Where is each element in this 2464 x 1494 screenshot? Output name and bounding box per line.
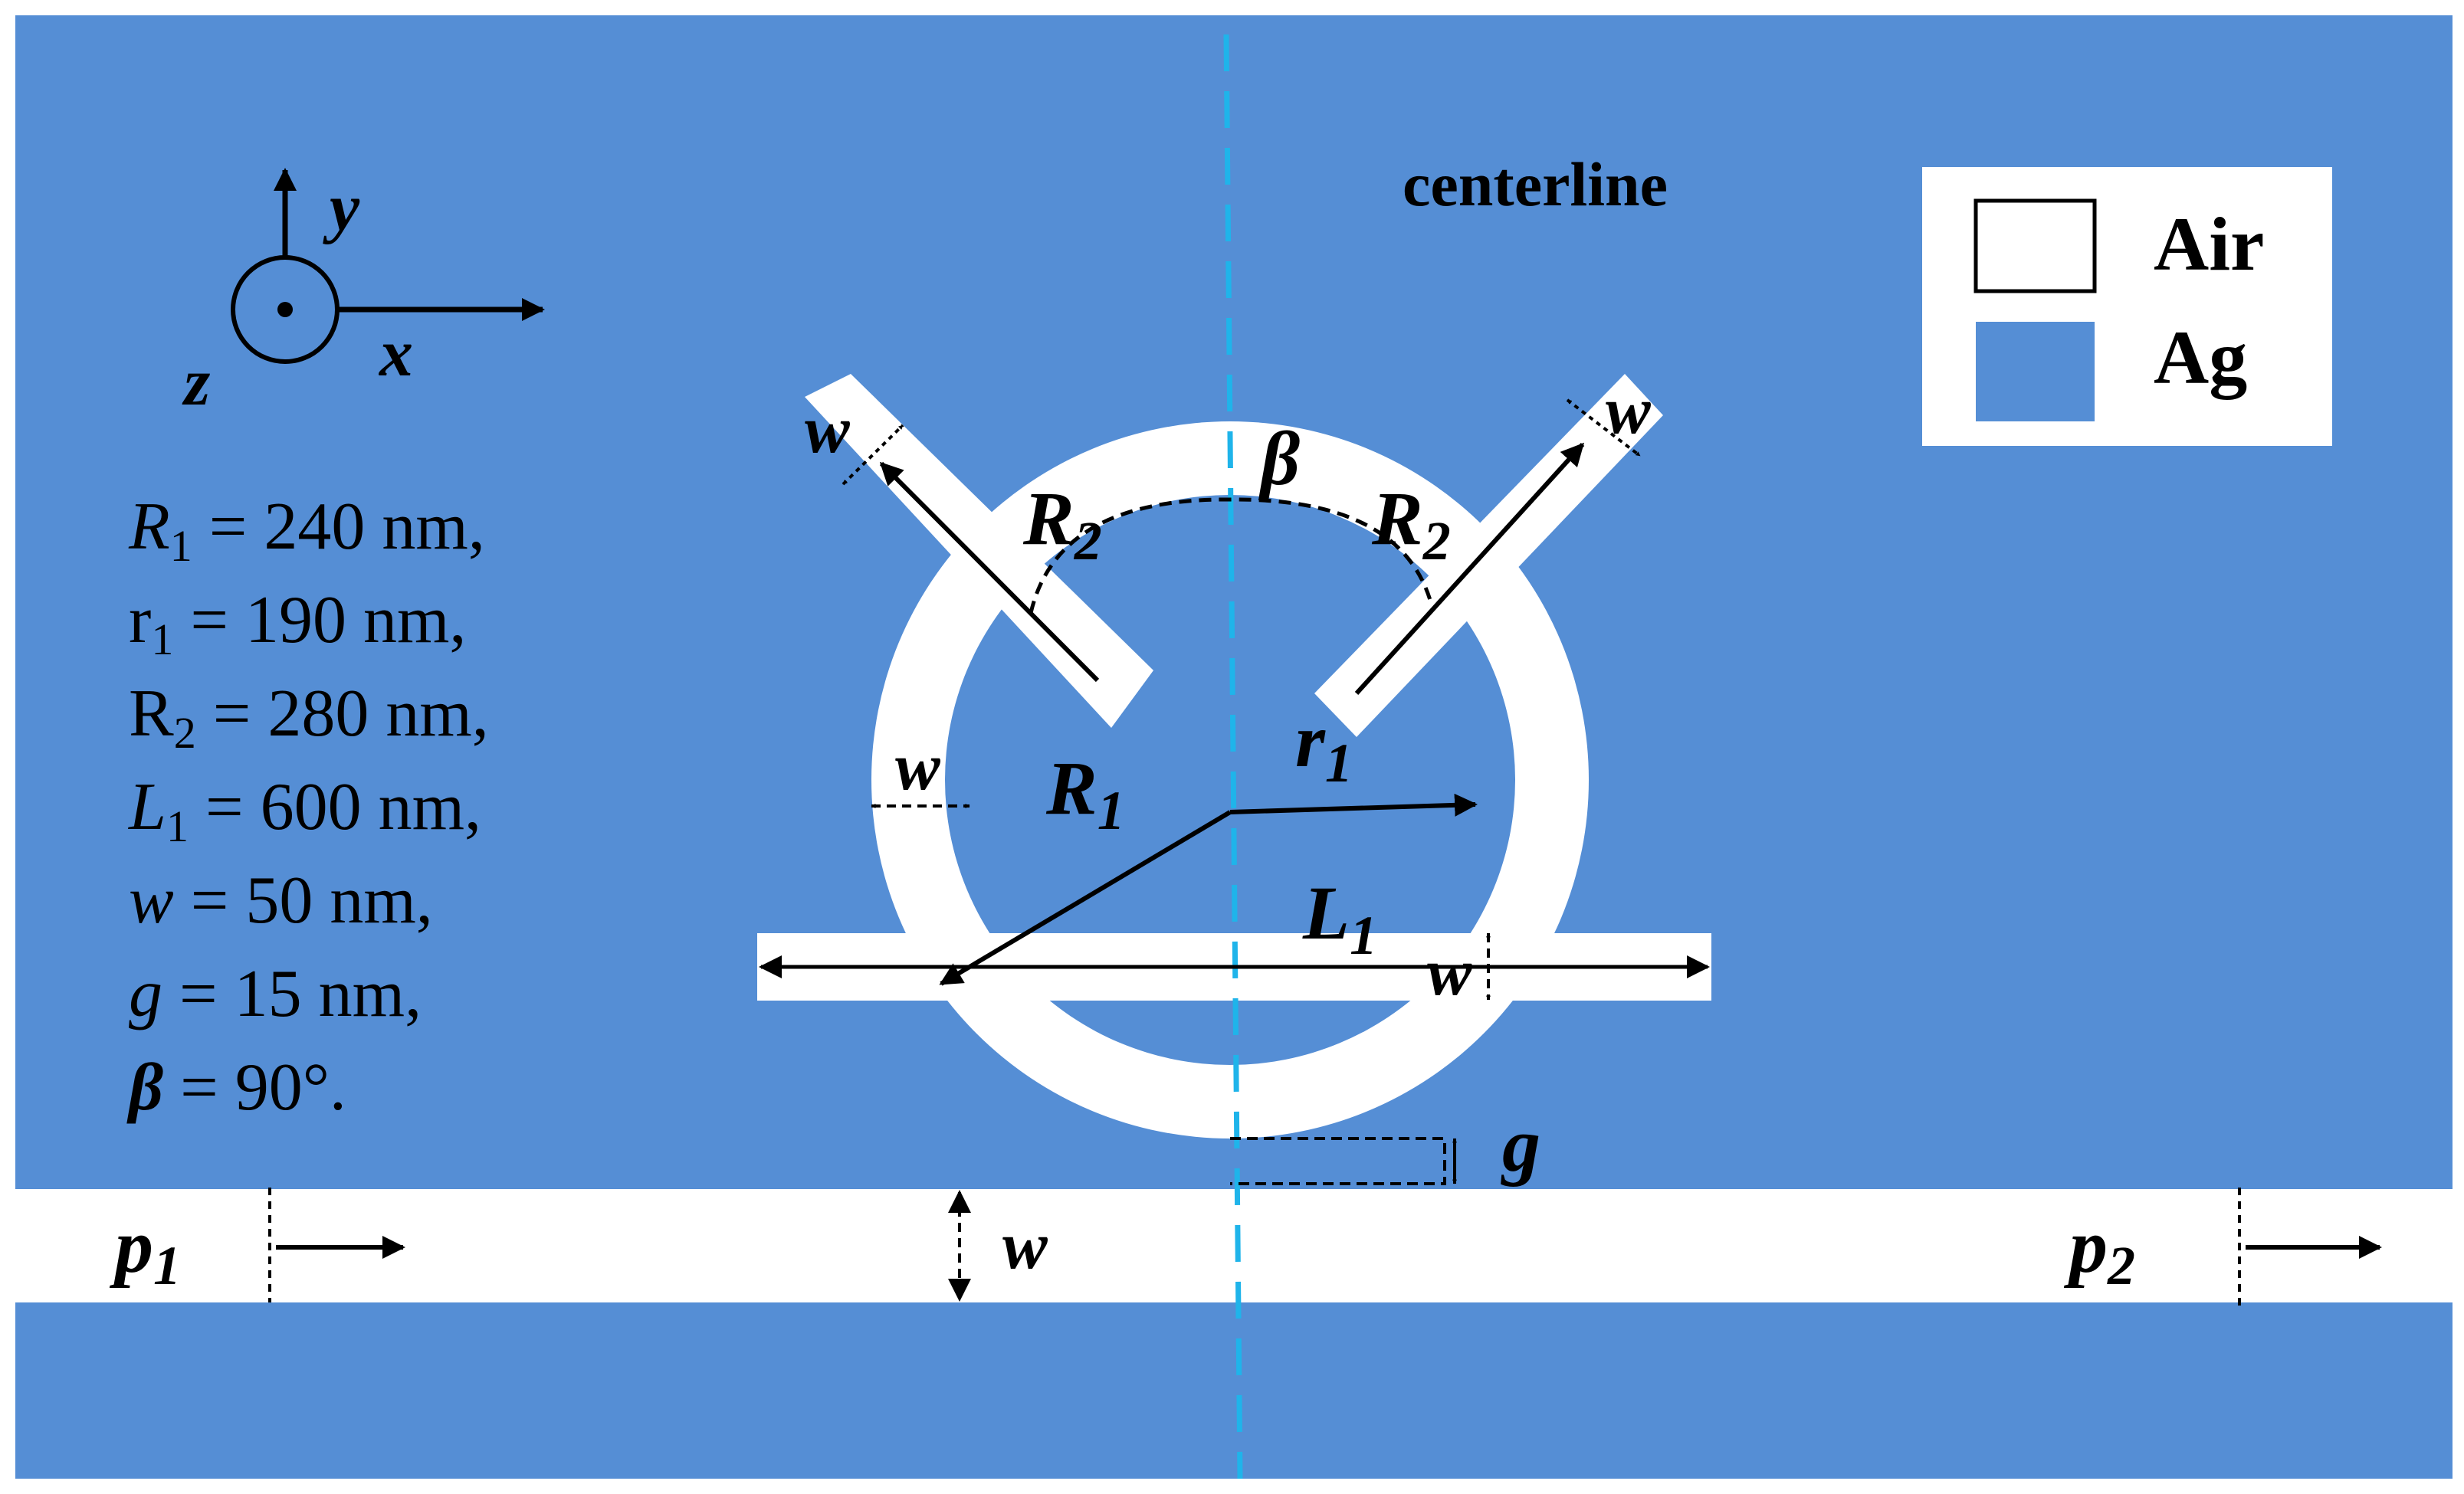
parameter-line: g = 15 nm, xyxy=(129,957,422,1031)
parameter-list: R1 = 240 nm, r1 = 190 nm, R2 = 280 nm, L… xyxy=(126,490,489,1125)
parameter-line: β = 90°. xyxy=(126,1050,346,1125)
gap-label: g xyxy=(1501,1102,1540,1188)
parameter-line: R1 = 240 nm, xyxy=(128,490,485,571)
dimension-arrows xyxy=(268,398,2382,1306)
bar-width-label: w xyxy=(1427,935,1472,1010)
r1-inner-radius-arrow xyxy=(1229,793,1478,817)
bus-waveguide xyxy=(15,1189,2453,1302)
beta-arc xyxy=(1029,497,1434,614)
centerline-label: centerline xyxy=(1403,149,1668,219)
port-1-label: p1 xyxy=(109,1204,181,1296)
legend-ag-label: Ag xyxy=(2154,315,2247,400)
centerline xyxy=(1223,34,1243,1479)
beta-label: β xyxy=(1258,416,1300,501)
y-axis-label: y xyxy=(323,171,360,245)
bus-width-label: w xyxy=(1002,1209,1048,1283)
r1-outer-radius-arrow xyxy=(939,810,1232,986)
port-2-label: p2 xyxy=(2063,1204,2135,1296)
x-axis-label: x xyxy=(378,316,413,391)
left-arm-width-label: w xyxy=(805,393,850,467)
parameter-line: r1 = 190 nm, xyxy=(129,583,466,664)
z-axis-label: z xyxy=(182,346,210,420)
r1-inner-label: r1 xyxy=(1295,698,1353,794)
axes-icon xyxy=(231,168,545,364)
legend: Air Ag xyxy=(1922,167,2332,446)
legend-ag-swatch xyxy=(1976,322,2095,421)
l1-label: L1 xyxy=(1302,870,1377,966)
legend-air-label: Air xyxy=(2154,201,2264,287)
right-arm-width-arrow xyxy=(1566,398,1642,457)
left-arm-arrow xyxy=(879,461,1100,683)
ring-width-label: w xyxy=(895,730,940,804)
parameter-line: L1 = 600 nm, xyxy=(127,770,481,851)
parameter-line: R2 = 280 nm, xyxy=(129,677,489,758)
r1-outer-label: R1 xyxy=(1045,745,1125,841)
legend-air-swatch xyxy=(1973,198,2097,293)
r2-right-label: R2 xyxy=(1371,476,1451,572)
parameter-line: w = 50 nm, xyxy=(129,863,433,938)
right-arm-arrow xyxy=(1354,442,1585,696)
right-arm-width-label: w xyxy=(1606,374,1651,448)
r2-left-label: R2 xyxy=(1022,476,1102,572)
gap-bracket xyxy=(1230,1137,1446,1185)
